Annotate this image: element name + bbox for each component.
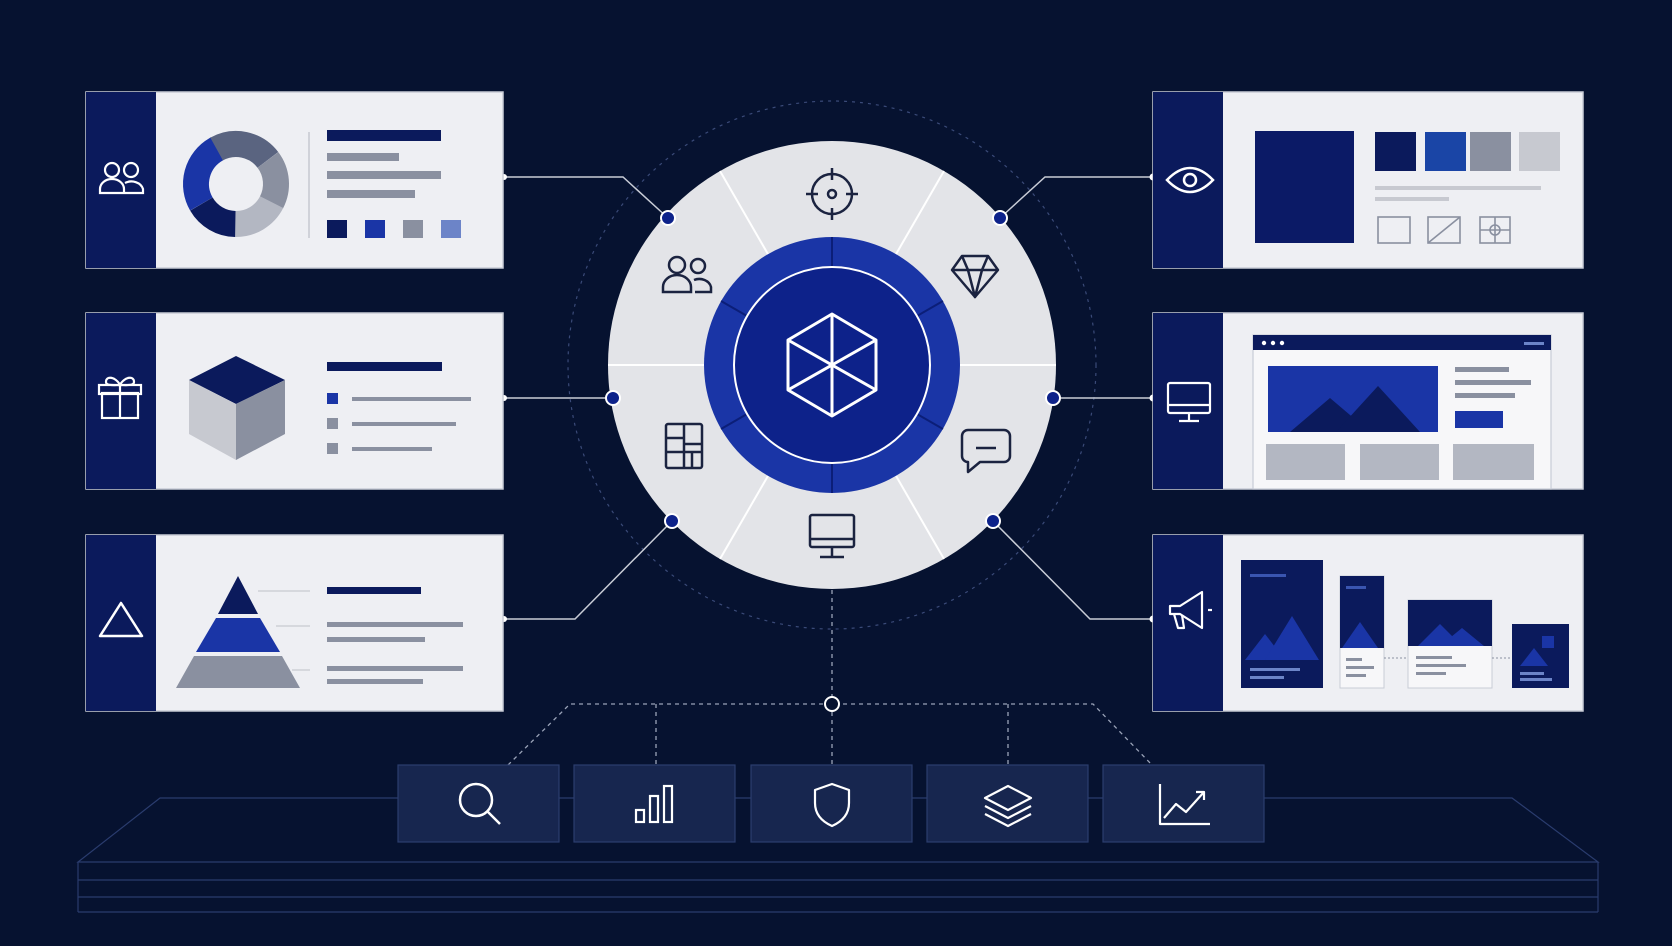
toolbar-connectors (507, 590, 1153, 766)
guide-lines (258, 590, 310, 671)
toolbar-layers-button[interactable] (926, 764, 1089, 843)
ad-banners (1241, 560, 1569, 689)
left-card-cube[interactable] (85, 312, 504, 490)
users-icon (98, 161, 145, 195)
diamond-icon (950, 254, 1000, 299)
target-icon (806, 168, 858, 220)
donut-chart (183, 131, 290, 237)
text-line (1375, 186, 1541, 190)
triangle-icon (98, 601, 144, 638)
toolbar-growth-button[interactable] (1102, 764, 1265, 843)
webpage-layout (1252, 334, 1552, 490)
megaphone-icon (1168, 590, 1212, 630)
gift-icon (97, 376, 143, 420)
monitor-icon (808, 513, 856, 559)
chat-icon (960, 428, 1012, 474)
bar-chart-icon (634, 784, 674, 824)
toolbar-security-button[interactable] (750, 764, 913, 843)
card-sidebar (1153, 535, 1223, 711)
shield-icon (813, 782, 851, 828)
right-card-webpage[interactable] (1152, 312, 1584, 490)
search-icon (458, 782, 501, 825)
text-lines (327, 362, 471, 454)
card-sidebar (1153, 313, 1223, 489)
users-icon (661, 255, 713, 294)
right-card-ads[interactable] (1152, 534, 1584, 712)
trend-chart-icon (1158, 784, 1210, 826)
left-card-donut[interactable] (85, 91, 504, 269)
right-card-swatches[interactable] (1152, 91, 1584, 269)
connectors (503, 176, 1153, 620)
color-swatches (1375, 132, 1560, 171)
layout-icon (664, 422, 704, 470)
text-lines (327, 130, 441, 198)
card-sidebar (86, 92, 156, 268)
text-line (1375, 197, 1449, 201)
card-sidebar (86, 535, 156, 711)
legend-squares (327, 220, 461, 238)
connector-nodes (605, 210, 1061, 529)
cube-icon (786, 312, 878, 418)
text-lines (327, 587, 463, 684)
toolbar-analytics-button[interactable] (573, 764, 736, 843)
bottom-toolbar (397, 764, 1265, 843)
monitor-icon (1166, 381, 1212, 423)
shape-icons (1377, 216, 1511, 244)
toolbar-junction-node (824, 696, 840, 712)
layers-icon (983, 784, 1033, 828)
swatch-large (1255, 131, 1354, 243)
pyramid-illustration (176, 576, 300, 688)
orbit-ring (567, 100, 1097, 630)
cube-illustration (189, 356, 285, 460)
toolbar-search-button[interactable] (397, 764, 560, 843)
eye-icon (1165, 166, 1215, 194)
left-card-pyramid[interactable] (85, 534, 504, 712)
